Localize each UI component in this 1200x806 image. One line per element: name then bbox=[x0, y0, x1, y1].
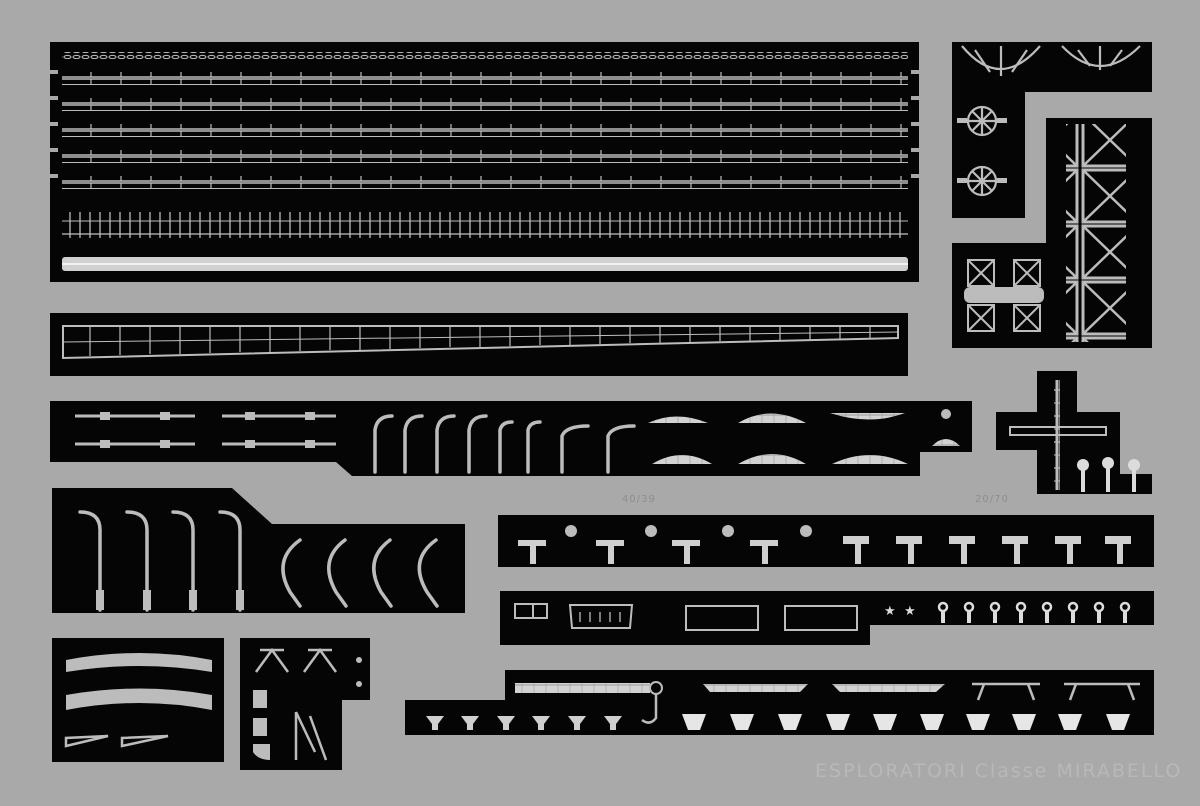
finial-part bbox=[1077, 459, 1089, 471]
fret-brackets bbox=[240, 638, 370, 770]
fret-guns bbox=[498, 515, 1154, 567]
fret-braces bbox=[52, 638, 224, 762]
svg-text:★: ★ bbox=[884, 604, 896, 619]
gun-group-label-a: 40/39 bbox=[622, 494, 656, 505]
fret-davits bbox=[50, 401, 972, 476]
gun-group-label-b: 20/70 bbox=[975, 494, 1009, 505]
gun-part bbox=[518, 536, 1131, 564]
fret-wheels bbox=[952, 42, 1152, 218]
railing-strip bbox=[62, 150, 908, 163]
davit-part bbox=[373, 414, 394, 474]
fret-mast bbox=[952, 118, 1152, 348]
fret-tapered-railing bbox=[50, 313, 908, 376]
railing-strip bbox=[62, 176, 908, 189]
fret-hooks bbox=[405, 670, 1154, 735]
ladder-strip bbox=[62, 212, 908, 238]
chain-part bbox=[62, 52, 908, 59]
railing-strip bbox=[62, 72, 908, 85]
fret-railings bbox=[50, 42, 919, 282]
svg-text:★: ★ bbox=[904, 604, 916, 619]
railing-strip bbox=[62, 98, 908, 111]
railing-strip bbox=[62, 124, 908, 137]
mast-truss-part bbox=[1066, 124, 1126, 342]
fret-crutches bbox=[52, 488, 465, 613]
fret-cross bbox=[996, 371, 1152, 494]
platform-part bbox=[648, 416, 708, 423]
fret-eyelets: ★ ★ bbox=[500, 591, 1154, 645]
etched-title: ESPLORATORI Classe MIRABELLO bbox=[815, 760, 1183, 782]
